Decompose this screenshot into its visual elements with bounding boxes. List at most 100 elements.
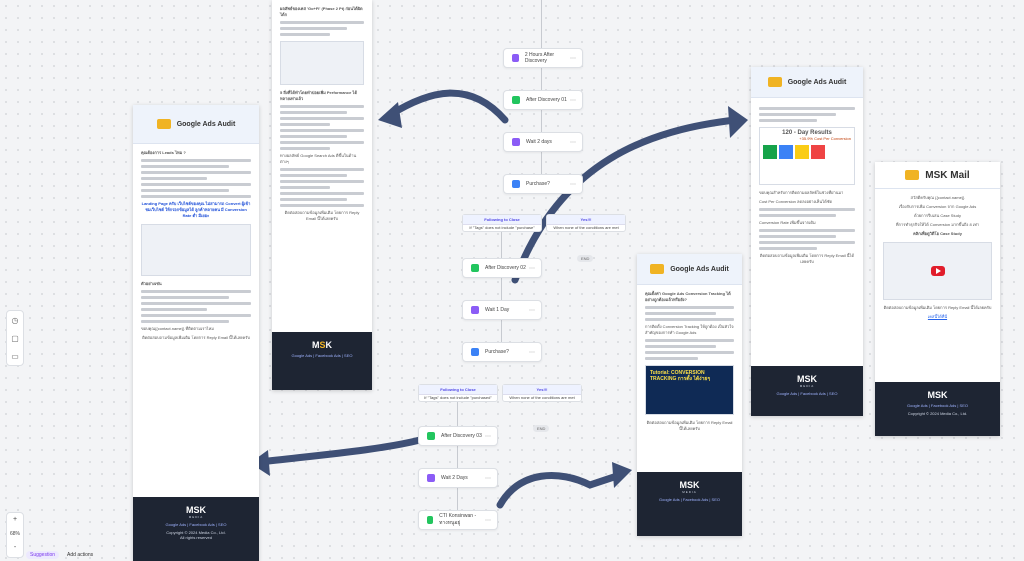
- zoom-in-button[interactable]: +: [12, 516, 18, 523]
- arrow-to-bottom-left: [256, 436, 424, 466]
- flow-connector: [457, 444, 458, 468]
- comment-icon[interactable]: ▢: [11, 333, 19, 343]
- flow-node-wait[interactable]: Wait 1 Day⋯: [462, 300, 542, 320]
- card-header: Google Ads Audit: [637, 254, 742, 285]
- flow-node-wait[interactable]: 2 Hours After Discovery⋯: [503, 48, 583, 68]
- card-text: ผลลัพธ์ของเคส 'Go+Fi' (Phase 2 Pt) ก่อนไ…: [280, 6, 363, 17]
- flow-branch[interactable]: Following to Close If "Tags" does not in…: [462, 214, 542, 232]
- card-text: ขอบคุณสำหรับการติดตามผลลัพธ์ในช่วงที่ผ่า…: [759, 190, 844, 195]
- case-study-link[interactable]: เคสนี้ได้ที่นี่: [927, 314, 948, 319]
- card-title: MSK Mail: [925, 169, 970, 181]
- flow-connector: [501, 276, 502, 300]
- card-text: สวัสดีครับคุณ {{contact.name}}: [910, 195, 965, 200]
- gift-icon: [156, 119, 171, 129]
- email-footer: MSK MEDIA Google Ads | Facebook Ads | SE…: [637, 472, 742, 536]
- clock-icon: [471, 306, 479, 314]
- bottom-bar: Suggestion Add actions: [26, 551, 93, 559]
- flow-connector: [457, 486, 458, 510]
- email-footer: MSK MEDIA Google Ads | Facebook Ads | SE…: [133, 497, 259, 561]
- flow-node-condition[interactable]: Purchase?⋯: [462, 342, 542, 362]
- branch-icon: [471, 348, 479, 356]
- flow-node-condition[interactable]: Purchase?⋯: [503, 174, 583, 194]
- footer-links[interactable]: Google Ads | Facebook Ads | SEO: [658, 497, 720, 502]
- flow-connector: [541, 108, 542, 132]
- notes-icon[interactable]: ▭: [11, 351, 19, 361]
- flow-connector: [541, 150, 542, 174]
- flow-node-email[interactable]: After Discovery 02⋯: [462, 258, 542, 278]
- flow-node-wait[interactable]: Wait 2 days⋯: [503, 132, 583, 152]
- flow-connector: [541, 0, 542, 48]
- card-header: Google Ads Audit: [751, 67, 863, 98]
- add-actions-link[interactable]: Add actions: [67, 552, 94, 558]
- canvas-tool-sidebar: ◷ ▢ ▭: [6, 310, 24, 366]
- card-title: Google Ads Audit: [787, 78, 847, 86]
- flow-connector: [457, 402, 458, 426]
- flow-end-badge: END: [577, 255, 594, 262]
- email-card-audit-mid[interactable]: Google Ads Audit คุณตั้งค่า Google Ads C…: [637, 254, 742, 536]
- card-title: Google Ads Audit: [176, 120, 236, 128]
- footer-links[interactable]: Google Ads | Facebook Ads | SEO: [291, 353, 353, 358]
- footer-links[interactable]: Google Ads | Facebook Ads | SEO: [165, 522, 227, 527]
- card-text: Landing Page ครับ เว็บไซต์ของคุณ ไม่สามา…: [141, 201, 251, 218]
- flow-branch[interactable]: Yes!!! When none of the conditions are m…: [546, 214, 626, 232]
- email-card-audit-right[interactable]: Google Ads Audit 120 - Day Results +35.9…: [751, 67, 863, 416]
- email-footer: MSK MEDIA Google Ads | Facebook Ads | SE…: [751, 366, 863, 416]
- zoom-controls: + 68% -: [6, 512, 24, 558]
- arrow-to-bottom-right: [496, 471, 624, 509]
- msk-landing-image: [141, 224, 251, 276]
- card-text: ติดต่อสอบถามข้อมูลเพิ่มเติม โดยการ Reply…: [883, 305, 992, 310]
- flow-branch[interactable]: Yes!!! When none of the conditions are m…: [502, 384, 582, 402]
- footer-links[interactable]: Google Ads | Facebook Ads | SEO: [776, 391, 838, 396]
- flow-branch[interactable]: Following to Close If "Tags" does not in…: [418, 384, 498, 402]
- flow-node-email[interactable]: CTI Konsinwan - ทางหนูอยู่⋯: [418, 510, 498, 530]
- card-text: 5 สิ่งที่ได้ทำโดยทำบ่อยเพิ่ม Performance…: [280, 90, 358, 101]
- zoom-level: 68%: [9, 531, 20, 537]
- card-text: ติดต่อสอบถามข้อมูลเพิ่มเติม โดยการ Reply…: [646, 420, 733, 431]
- case-study-video[interactable]: [883, 242, 992, 300]
- email-card-audit-left[interactable]: Google Ads Audit คุณต้องการ Leads ไหม ? …: [133, 105, 259, 561]
- flow-end-badge: END: [533, 425, 550, 432]
- mail-icon: [512, 96, 520, 104]
- flow-connector: [501, 232, 502, 258]
- card-text: ตัวอย่างเช่น: [141, 281, 162, 286]
- branch-icon: [512, 180, 520, 188]
- results-chart-image: 120 - Day Results +35.9% Cost Per Conver…: [759, 127, 855, 185]
- history-icon[interactable]: ◷: [11, 315, 19, 325]
- card-header: MSK Mail: [875, 162, 1000, 189]
- card-text: Cost Per Conversion ลดลงอย่างเห็นได้ชัด: [759, 199, 833, 204]
- gift-icon: [767, 77, 782, 87]
- card-text: การติดตั้ง Conversion Tracking ให้ถูกต้อ…: [645, 324, 734, 335]
- email-footer: MSK Google Ads | Facebook Ads | SEO: [272, 332, 372, 390]
- results-image: [280, 41, 364, 85]
- arrow-to-left-audit: [386, 89, 509, 124]
- video-thumbnail[interactable]: Tutorial: CONVERSION TRACKING การตั้ง ได…: [645, 365, 734, 415]
- card-text: Conversion Rate เพิ่มขึ้นจากเดิม: [759, 220, 816, 225]
- clock-icon: [427, 474, 435, 482]
- card-text: ทางผลลัพธ์ Google Search Ads ดีขึ้นในด้า…: [280, 153, 357, 164]
- suggestion-badge[interactable]: Suggestion: [26, 551, 60, 559]
- email-card-top[interactable]: ผลลัพธ์ของเคส 'Go+Fi' (Phase 2 Pt) ก่อนไ…: [272, 0, 372, 390]
- card-text: คลิกเพื่อดูวิดีโอ Case Study: [913, 231, 962, 236]
- flow-connector: [501, 318, 502, 342]
- flow-node-email[interactable]: After Discovery 03⋯: [418, 426, 498, 446]
- footer-links[interactable]: Google Ads | Facebook Ads | SEO: [906, 403, 968, 408]
- card-text: ด้วยการรีบเล่น Case Study: [913, 213, 962, 218]
- email-card-msk-mail[interactable]: MSK Mail สวัสดีครับคุณ {{contact.name}} …: [875, 162, 1000, 436]
- youtube-play-icon[interactable]: [930, 266, 945, 276]
- card-text: ติดต่อสอบถามข้อมูลเพิ่มเติม โดยการ Reply…: [284, 210, 360, 221]
- flow-node-wait[interactable]: Wait 2 Days⋯: [418, 468, 498, 488]
- card-text: ที่การทำธุรกิจให้ได้ Conversion มากขึ้นถ…: [895, 222, 980, 227]
- flow-connector: [541, 66, 542, 90]
- card-text: คุณต้องการ Leads ไหม ?: [141, 150, 186, 155]
- card-text: เรื่องกับการเพิ่ม Conversion จาก Google …: [898, 204, 977, 209]
- zoom-out-button[interactable]: -: [13, 544, 17, 551]
- msk-mail-logo-icon: [905, 170, 920, 180]
- gift-icon: [650, 264, 665, 274]
- email-footer: MSK Google Ads | Facebook Ads | SEO Copy…: [875, 382, 1000, 436]
- mail-icon: [427, 432, 435, 440]
- mail-icon: [427, 516, 434, 524]
- card-title: Google Ads Audit: [670, 265, 729, 273]
- clock-icon: [512, 54, 519, 62]
- flow-node-email[interactable]: After Discovery 01⋯: [503, 90, 583, 110]
- mail-icon: [471, 264, 479, 272]
